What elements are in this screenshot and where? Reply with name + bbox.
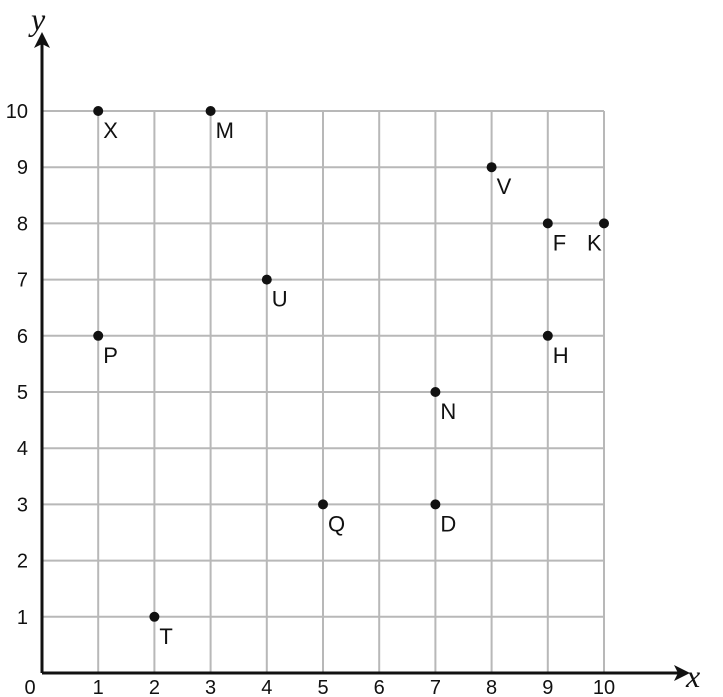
point-d	[430, 499, 441, 510]
axes	[34, 32, 690, 681]
x-tick-label-0: 0	[24, 677, 35, 697]
point-p	[93, 330, 104, 341]
axis-titles: xy	[28, 1, 700, 694]
point-v	[486, 162, 497, 173]
x-axis-title: x	[685, 658, 700, 694]
y-tick-label-3: 3	[17, 494, 28, 516]
y-tick-label-2: 2	[17, 551, 28, 573]
x-tick-label-9: 9	[542, 677, 553, 697]
y-tick-label-9: 9	[17, 157, 28, 179]
y-tick-label-8: 8	[17, 213, 28, 235]
point-label-p: P	[103, 343, 118, 368]
point-x	[93, 106, 104, 116]
point-label-x: X	[103, 118, 118, 143]
x-tick-label-6: 6	[374, 677, 385, 697]
point-u	[261, 274, 272, 285]
data-points	[93, 106, 609, 622]
point-label-h: H	[553, 343, 569, 368]
point-label-u: U	[272, 287, 288, 312]
x-tick-label-1: 1	[93, 677, 104, 697]
grid	[42, 110, 605, 673]
point-h	[542, 330, 553, 341]
point-k	[599, 218, 609, 229]
point-f	[542, 218, 553, 229]
y-tick-label-7: 7	[17, 270, 28, 292]
tick-labels: 0 1 2 3 4 5 6 7 8 9 10 1 2 3 4 5 6 7 8 9 10	[6, 101, 615, 697]
y-axis-title: y	[28, 1, 46, 37]
x-tick-label-10: 10	[593, 677, 615, 697]
point-m	[205, 106, 216, 116]
point-label-f: F	[553, 230, 566, 255]
point-n	[430, 387, 441, 397]
point-label-t: T	[159, 624, 172, 649]
point-label-k: K	[587, 230, 602, 255]
y-tick-label-10: 10	[6, 101, 28, 123]
y-tick-label-1: 1	[17, 607, 28, 629]
point-label-m: M	[216, 118, 234, 143]
x-tick-label-5: 5	[317, 677, 328, 697]
y-tick-label-4: 4	[17, 438, 28, 460]
y-tick-label-5: 5	[17, 382, 28, 404]
point-label-q: Q	[328, 511, 345, 536]
point-label-n: N	[440, 399, 456, 424]
point-q	[318, 499, 328, 510]
x-tick-label-7: 7	[430, 677, 441, 697]
x-tick-label-3: 3	[205, 677, 216, 697]
x-tick-label-4: 4	[261, 677, 272, 697]
y-tick-label-6: 6	[17, 326, 28, 348]
point-t	[149, 611, 160, 622]
x-tick-label-8: 8	[486, 677, 497, 697]
x-tick-label-2: 2	[149, 677, 160, 697]
point-label-d: D	[440, 511, 456, 536]
point-label-v: V	[497, 174, 512, 199]
